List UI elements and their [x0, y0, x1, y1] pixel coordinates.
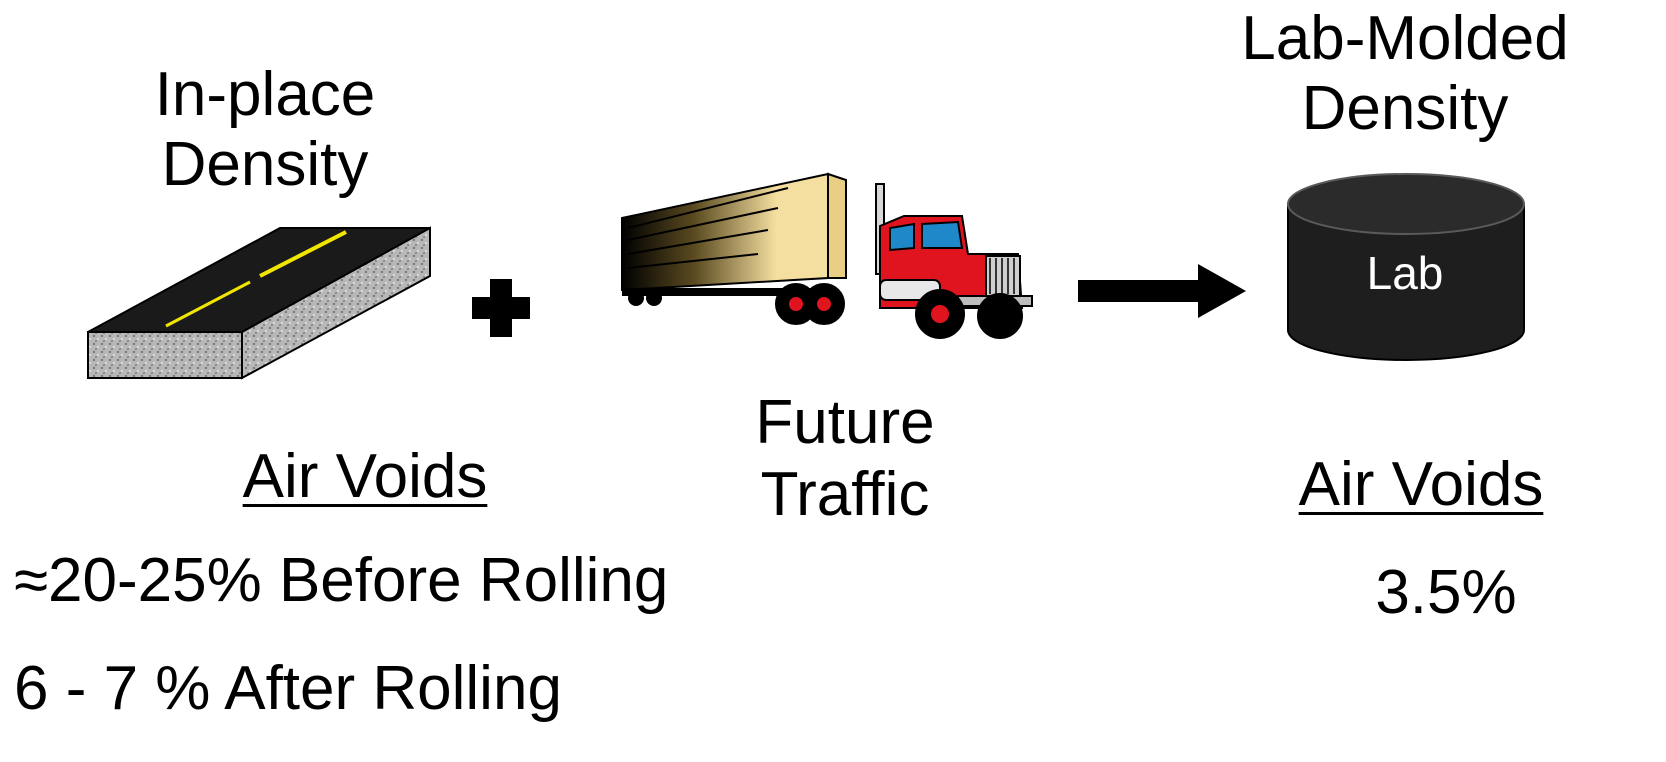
left-air-voids-heading: Air Voids — [242, 442, 488, 511]
lab-air-voids-value: 3.5% — [1375, 558, 1517, 627]
after-rolling-value: 6 - 7 % After Rolling — [14, 654, 562, 723]
lab-molded-density-title: Lab-Molded Density — [1240, 8, 1570, 140]
in-place-title-line1: In-place — [154, 60, 376, 129]
truck-icon — [621, 172, 1033, 339]
right-arrow-icon — [1078, 264, 1246, 318]
plus-icon — [472, 279, 530, 337]
lab-molded-title-line2: Density — [1301, 74, 1509, 143]
future-traffic-line2: Traffic — [760, 460, 930, 529]
pavement-slab-icon — [87, 226, 431, 380]
in-place-title-line2: Density — [161, 130, 369, 199]
before-rolling-value: ≈20-25% Before Rolling — [14, 546, 669, 615]
right-air-voids-heading: Air Voids — [1298, 450, 1544, 519]
in-place-density-title: In-place Density — [150, 64, 380, 196]
lab-cylinder-label: Lab — [1366, 247, 1444, 299]
future-traffic-line1: Future — [755, 388, 935, 457]
lab-cylinder-icon — [1287, 173, 1525, 361]
future-traffic-label: Future Traffic — [720, 392, 970, 526]
lab-molded-title-line1: Lab-Molded — [1241, 4, 1569, 73]
